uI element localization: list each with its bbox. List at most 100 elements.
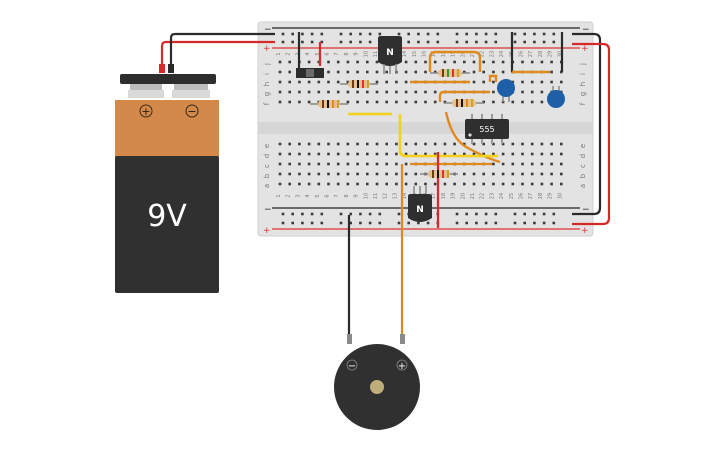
resistor-2[interactable] <box>310 100 348 108</box>
resistor-3[interactable] <box>430 69 470 77</box>
breadboard-hole <box>307 172 311 176</box>
breadboard-hole <box>492 90 495 94</box>
breadboard-hole <box>375 80 379 84</box>
row-letter: i <box>263 73 271 75</box>
column-numbers: 1122334455667788991010111112121313141415… <box>276 51 563 199</box>
breadboard-hole <box>327 142 330 146</box>
breadboard-hole <box>540 182 544 186</box>
row-letter: g <box>263 92 271 96</box>
resistor-5[interactable] <box>420 170 458 178</box>
transistor-bottom[interactable]: N <box>408 186 432 222</box>
column-number: 23 <box>489 51 495 57</box>
breadboard-hole <box>307 152 311 156</box>
breadboard-hole <box>346 60 350 64</box>
breadboard-hole <box>540 172 544 176</box>
slide-switch[interactable] <box>296 68 324 78</box>
breadboard-hole <box>414 100 418 104</box>
breadboard-hole <box>385 90 388 94</box>
breadboard-hole <box>336 182 340 186</box>
board-wires[interactable] <box>297 32 564 344</box>
breadboard-hole <box>339 32 343 36</box>
breadboard-hole <box>349 212 352 216</box>
breadboard-hole <box>482 152 485 156</box>
row-letter: h <box>579 82 587 86</box>
breadboard-hole <box>404 70 408 74</box>
breadboard-hole <box>298 182 301 186</box>
transistor-top[interactable]: N <box>378 36 402 74</box>
breadboard-hole <box>424 60 427 64</box>
breadboard-hole <box>356 162 359 166</box>
breadboard-hole <box>511 100 515 104</box>
breadboard-hole <box>281 212 285 216</box>
breadboard-hole <box>281 221 285 225</box>
breadboard-hole <box>278 182 282 186</box>
rail-jumper-wires[interactable] <box>572 32 611 226</box>
breadboard-hole <box>455 221 459 225</box>
breadboard-hole <box>336 90 340 94</box>
column-number: 25 <box>509 193 515 199</box>
breadboard-hole <box>433 90 437 94</box>
breadboard-hole <box>492 152 495 156</box>
rail-plus-bottom-left: + <box>263 226 271 236</box>
rail-minus-top-right: − <box>582 25 590 35</box>
breadboard-hole <box>475 212 478 216</box>
capacitor-1[interactable] <box>497 79 515 102</box>
breadboard-hole <box>346 90 350 94</box>
breadboard-hole <box>494 221 498 225</box>
breadboard-hole <box>492 142 495 146</box>
breadboard-hole <box>550 60 553 64</box>
breadboard-hole <box>336 70 340 74</box>
breadboard-hole <box>433 70 437 74</box>
breadboard-hole <box>484 40 488 44</box>
breadboard-hole <box>368 40 372 44</box>
breadboard-hole <box>385 182 388 186</box>
column-number: 6 <box>325 194 331 197</box>
battery-9v[interactable]: + − 9V <box>115 74 219 293</box>
breadboard-hole <box>288 152 291 156</box>
breadboard-hole <box>301 221 304 225</box>
breadboard-hole <box>327 172 330 176</box>
column-number: 28 <box>538 193 544 199</box>
breadboard-hole <box>395 90 398 94</box>
breadboard-hole <box>378 221 382 225</box>
breadboard-hole <box>366 90 369 94</box>
breadboard-hole <box>443 60 447 64</box>
breadboard-hole <box>530 182 534 186</box>
piezo-buzzer[interactable]: − + <box>334 344 420 430</box>
breadboard-hole <box>395 172 398 176</box>
capacitor-2[interactable] <box>547 86 565 108</box>
battery-label: 9V <box>147 199 187 234</box>
row-letter: b <box>579 173 587 178</box>
breadboard-hole <box>278 142 282 146</box>
breadboard-hole <box>511 162 515 166</box>
breadboard-hole <box>530 142 534 146</box>
breadboard-hole <box>395 100 398 104</box>
breadboard-hole <box>414 60 418 64</box>
breadboard-hole <box>320 32 324 36</box>
breadboard-hole <box>320 221 324 225</box>
breadboard-hole <box>540 152 544 156</box>
breadboard-hole <box>426 40 430 44</box>
breadboard-hole <box>463 172 466 176</box>
column-number: 11 <box>373 193 379 199</box>
breadboard-hole <box>359 212 362 216</box>
ic-555[interactable]: 555 <box>465 114 509 144</box>
breadboard-hole <box>375 162 379 166</box>
breadboard-hole <box>511 80 515 84</box>
breadboard-hole <box>530 172 534 176</box>
breadboard-hole <box>513 221 517 225</box>
column-number: 5 <box>315 52 321 55</box>
breadboard-hole <box>346 162 350 166</box>
battery-leads[interactable] <box>159 32 275 73</box>
breadboard-hole <box>523 32 526 36</box>
breadboard-hole <box>366 182 369 186</box>
breadboard-hole <box>550 152 553 156</box>
column-number: 22 <box>480 51 486 57</box>
resistor-4[interactable] <box>444 99 484 107</box>
breadboard-hole <box>301 212 304 216</box>
resistor-1[interactable] <box>340 80 378 88</box>
breadboard-hole <box>327 182 330 186</box>
column-number: 11 <box>373 51 379 57</box>
breadboard-hole <box>540 90 544 94</box>
